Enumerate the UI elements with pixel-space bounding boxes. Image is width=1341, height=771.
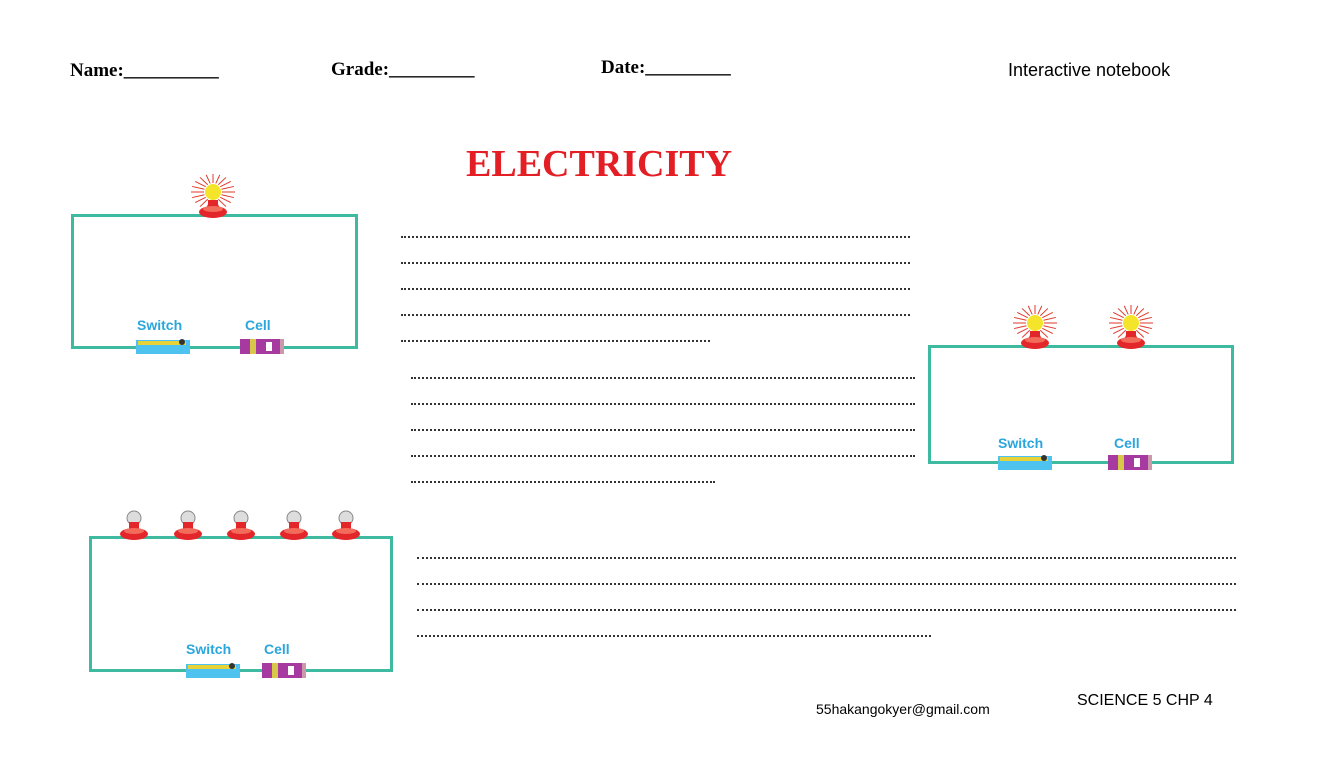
bulb-icon <box>213 494 269 544</box>
switch-label: Switch <box>137 317 183 333</box>
answer-line[interactable] <box>411 429 915 431</box>
switch-icon <box>184 660 242 680</box>
answer-line[interactable] <box>411 377 915 379</box>
bulb-icon <box>318 494 374 544</box>
switch-label: Switch <box>186 641 232 657</box>
cell-battery-icon <box>238 336 286 356</box>
answer-line[interactable] <box>401 288 910 290</box>
bulb-icon <box>266 494 322 544</box>
answer-line[interactable] <box>401 314 910 316</box>
answer-line[interactable] <box>401 236 910 238</box>
answer-line[interactable] <box>411 403 915 405</box>
lit-bulb-icon <box>185 172 241 222</box>
switch-label: Switch <box>998 435 1044 451</box>
bulb-icon <box>160 494 216 544</box>
switch-icon <box>996 452 1054 472</box>
answer-line[interactable] <box>417 609 1236 611</box>
answer-line[interactable] <box>417 635 931 637</box>
switch-icon <box>134 336 192 356</box>
cell-battery-icon <box>260 660 308 680</box>
cell-battery-icon <box>1106 452 1154 472</box>
cell-label: Cell <box>245 317 271 333</box>
chapter-label: SCIENCE 5 CHP 4 <box>1077 692 1213 709</box>
answer-line[interactable] <box>401 340 710 342</box>
author-email: 55hakangokyer@gmail.com <box>816 701 990 717</box>
answer-line[interactable] <box>411 481 715 483</box>
name-field[interactable]: Name:__________ <box>70 60 219 81</box>
bulb-icon <box>106 494 162 544</box>
circuit-single-bulb <box>71 214 358 349</box>
page-title: ELECTRICITY <box>466 143 733 185</box>
notebook-label: Interactive notebook <box>1008 60 1171 80</box>
answer-line[interactable] <box>401 262 910 264</box>
circuit-two-bulbs <box>928 345 1234 464</box>
date-field[interactable]: Date:_________ <box>601 57 731 78</box>
cell-label: Cell <box>264 641 290 657</box>
answer-line[interactable] <box>417 557 1236 559</box>
cell-label: Cell <box>1114 435 1140 451</box>
circuit-five-bulbs <box>89 536 393 672</box>
lit-bulb-icon <box>1103 303 1159 353</box>
grade-field[interactable]: Grade:_________ <box>331 59 475 80</box>
lit-bulb-icon <box>1007 303 1063 353</box>
answer-line[interactable] <box>417 583 1236 585</box>
answer-line[interactable] <box>411 455 915 457</box>
